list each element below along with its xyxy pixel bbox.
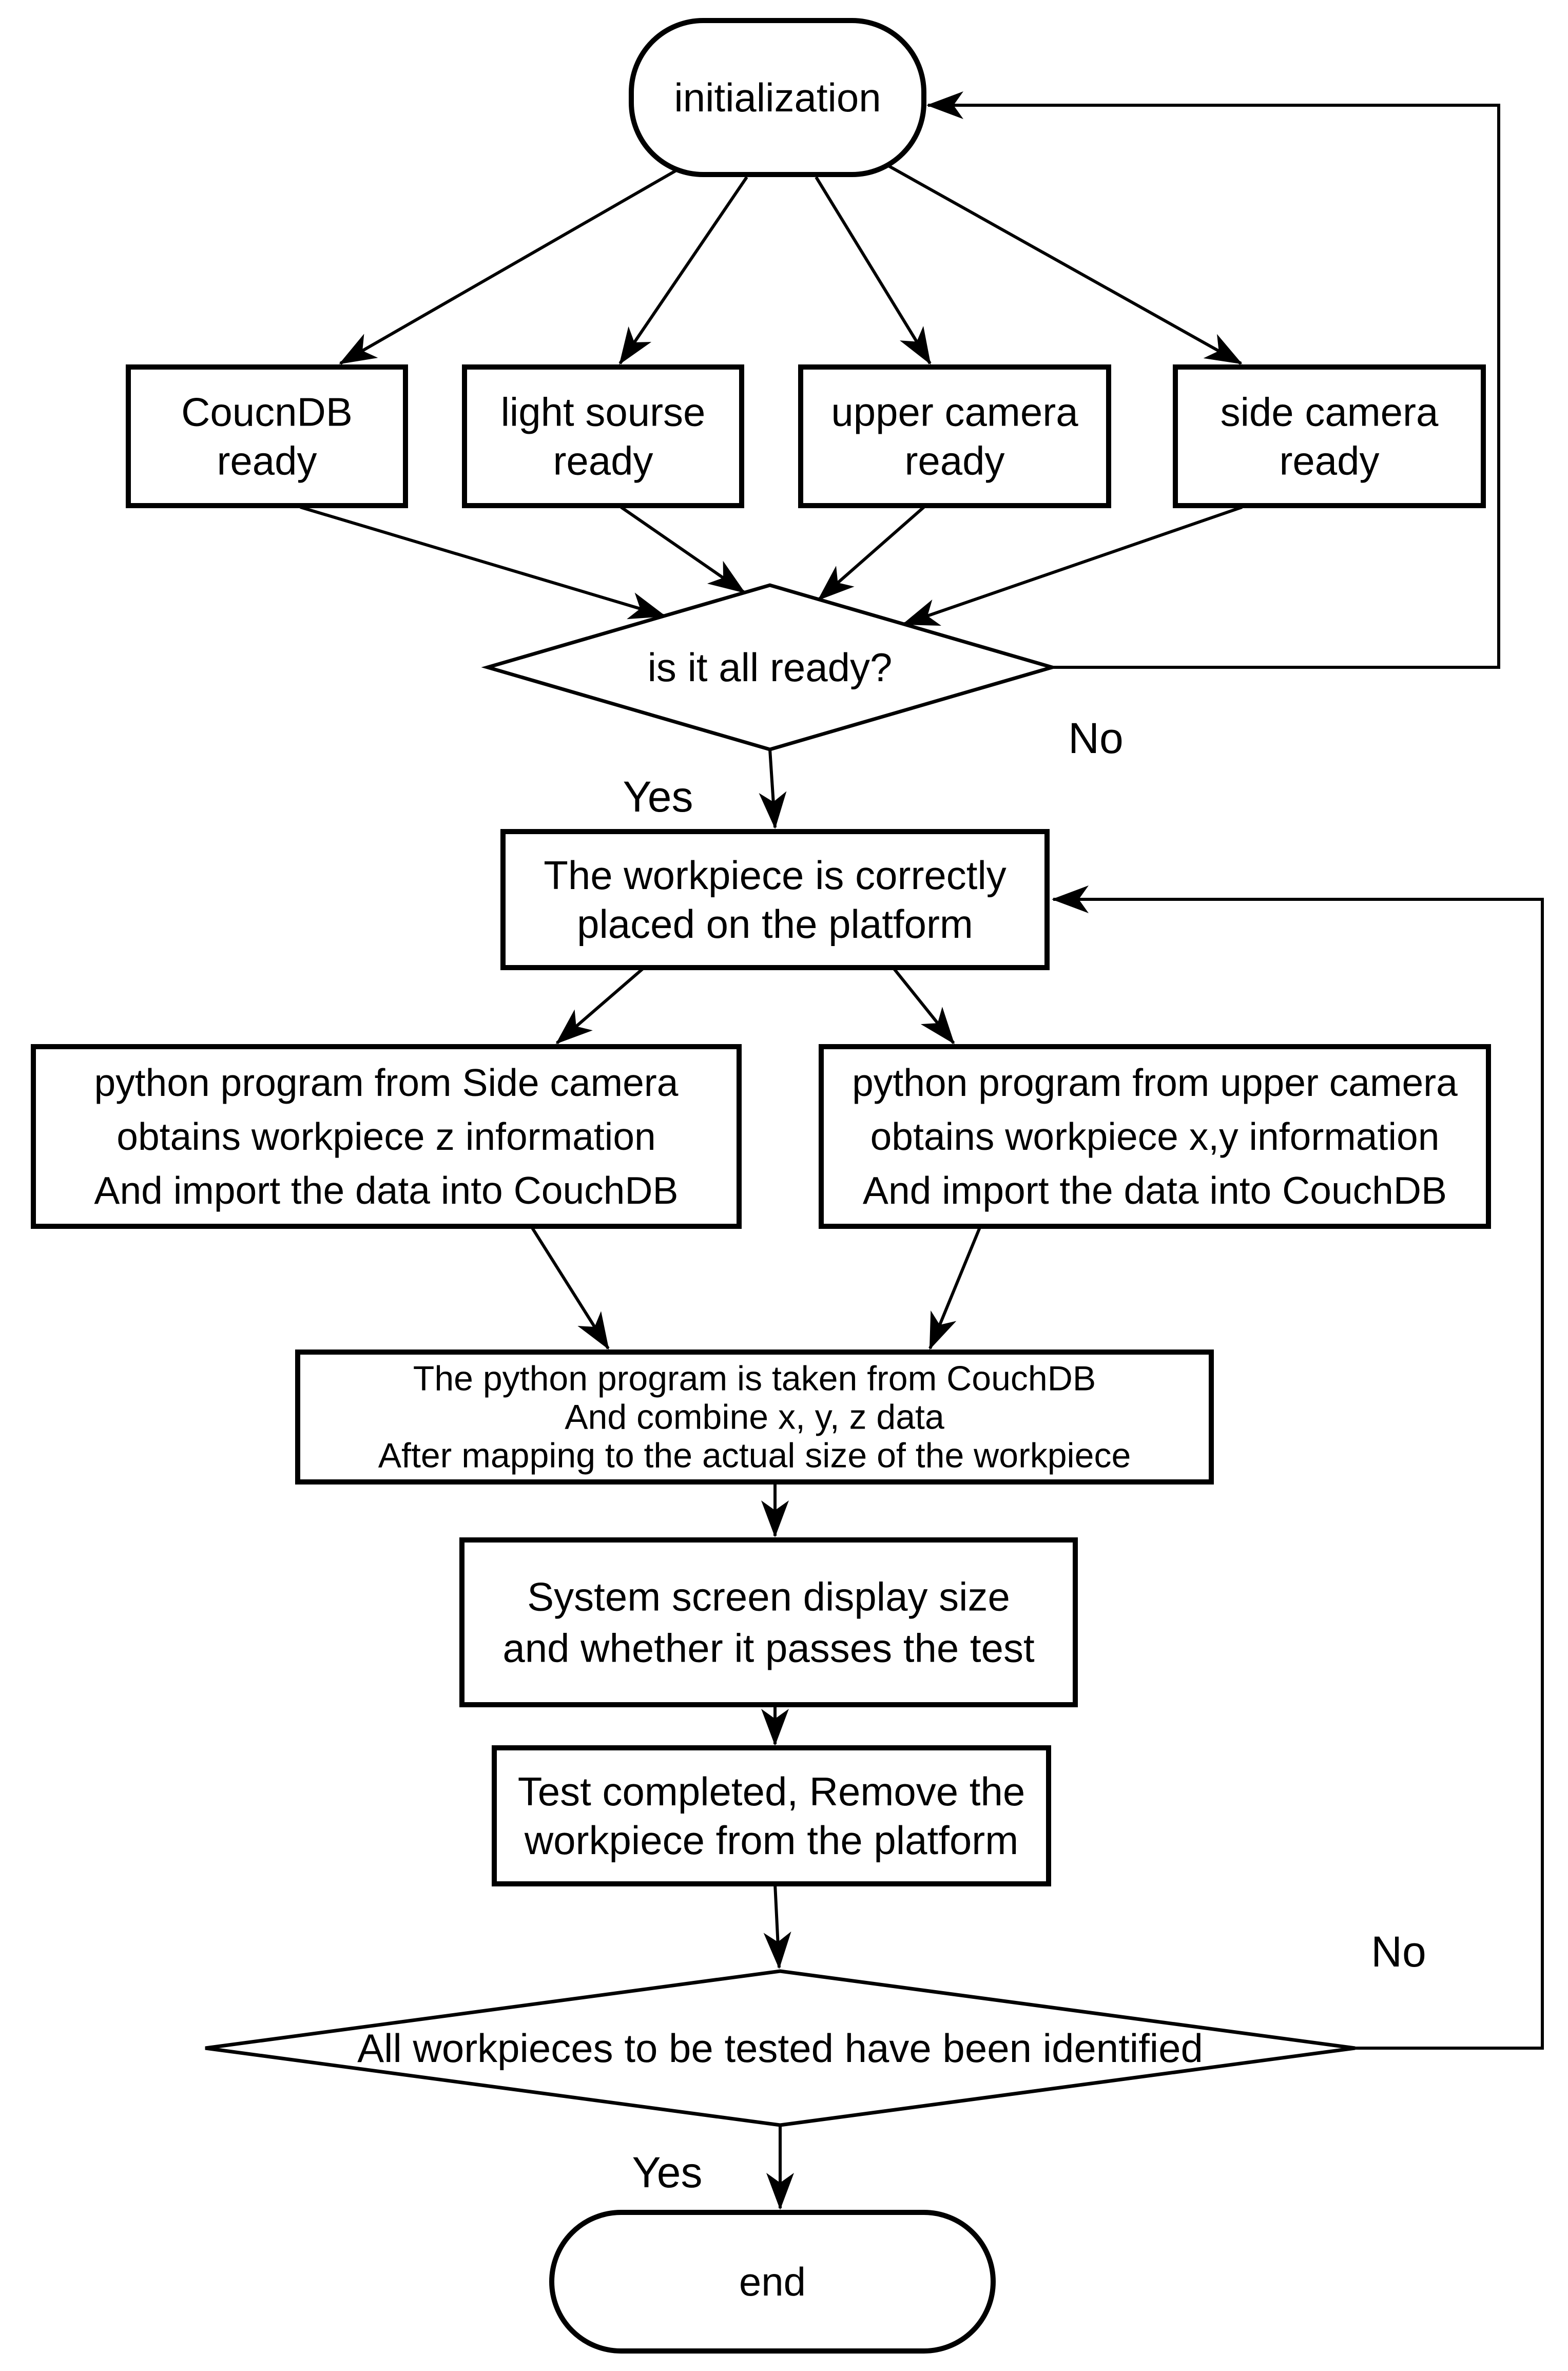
node-shape-side-camera-ready — [1173, 364, 1486, 508]
node-side-camera-program: python program from Side camera obtains w… — [31, 1044, 742, 1229]
node-shape-end — [549, 2210, 996, 2354]
node-label-initialization: initialization — [674, 75, 881, 120]
node-label-light-source-ready: ready — [553, 438, 653, 484]
edge-workpiece-to-side-program — [555, 966, 645, 1045]
node-all-workpieces-decision: All workpieces to be tested have been id… — [205, 1969, 1356, 2127]
node-shape-combine-data — [295, 1350, 1214, 1485]
node-end: end — [549, 2210, 996, 2354]
node-label-light-source-ready: light sourse — [501, 390, 706, 435]
node-label-couchdb-ready: CoucnDB — [181, 390, 353, 435]
edge-decision-no-to-init — [926, 91, 1500, 669]
node-label-all-workpieces-decision: All workpieces to be tested have been id… — [357, 2026, 1203, 2071]
node-label-upper-camera-program: And import the data into CouchDB — [863, 1169, 1447, 1212]
node-label-combine-data: And combine x, y, z data — [565, 1398, 944, 1437]
edge-side-camera-to-decision — [902, 506, 1243, 626]
node-label-test-completed: workpiece from the platform — [524, 1818, 1018, 1863]
node-label-system-display: and whether it passes the test — [502, 1626, 1035, 1671]
node-label-workpiece-placed: The workpiece is correctly — [544, 853, 1006, 898]
edges-layer — [300, 91, 1544, 2210]
edge-side-program-to-combine — [530, 1225, 610, 1350]
node-label-upper-camera-program: obtains workpiece x,y information — [870, 1115, 1440, 1158]
node-shape-system-display — [459, 1537, 1078, 1707]
edge-light-source-to-decision — [620, 506, 746, 594]
edge-upper-program-to-combine — [928, 1225, 982, 1350]
edge-init-to-upper-camera — [815, 176, 932, 365]
node-label-upper-camera-ready: ready — [904, 438, 1004, 484]
node-label-workpiece-placed: placed on the platform — [577, 901, 973, 947]
node-shape-is-it-all-ready-decision — [481, 583, 1059, 751]
node-label-side-camera-program: python program from Side camera — [94, 1061, 678, 1104]
node-label-is-it-all-ready-decision: is it all ready? — [648, 645, 893, 690]
edge-upper-camera-to-decision — [817, 506, 925, 601]
node-label-system-display: System screen display size — [527, 1574, 1010, 1620]
edge-decision-yes-to-workpiece — [759, 749, 787, 829]
node-label-couchdb-ready: ready — [217, 438, 317, 484]
edge-label-no-top: No — [1068, 714, 1123, 762]
node-upper-camera-program: python program from upper camera obtains … — [819, 1044, 1491, 1229]
node-shape-initialization — [629, 18, 926, 177]
node-shape-upper-camera-program — [819, 1044, 1491, 1229]
node-label-test-completed: Test completed, Remove the — [518, 1769, 1025, 1814]
node-system-display: System screen display size and whether it… — [459, 1537, 1078, 1707]
node-shape-upper-camera-ready — [798, 364, 1111, 508]
node-label-combine-data: After mapping to the actual size of the … — [378, 1436, 1131, 1475]
node-label-end: end — [739, 2259, 806, 2304]
node-shape-light-source-ready — [462, 364, 744, 508]
node-shape-couchdb-ready — [126, 364, 408, 508]
node-label-combine-data: The python program is taken from CouchDB — [413, 1359, 1096, 1398]
node-label-side-camera-ready: side camera — [1221, 390, 1439, 435]
node-shape-test-completed — [492, 1745, 1051, 1886]
edge-init-to-side-camera — [883, 162, 1243, 365]
node-shape-all-workpieces-decision — [205, 1969, 1356, 2127]
node-combine-data: The python program is taken from CouchDB… — [295, 1350, 1214, 1485]
edge-label-no-bottom: No — [1371, 1927, 1426, 1976]
edge-workpiece-to-upper-program — [892, 967, 955, 1045]
node-initialization: initialization — [629, 18, 926, 177]
edge-init-to-couchdb — [339, 164, 686, 365]
edge-test-to-decision2 — [763, 1883, 791, 1969]
node-shape-side-camera-program — [31, 1044, 742, 1229]
node-label-side-camera-ready: ready — [1279, 438, 1379, 484]
node-label-side-camera-program: And import the data into CouchDB — [94, 1169, 678, 1212]
node-shape-workpiece-placed — [500, 829, 1050, 970]
edge-label-yes-top: Yes — [623, 773, 693, 821]
edge-decision2-no-to-workpiece — [1052, 885, 1544, 2050]
edge-couchdb-to-decision — [300, 506, 666, 620]
node-label-upper-camera-ready: upper camera — [831, 390, 1078, 435]
node-is-it-all-ready-decision: is it all ready? — [481, 583, 1059, 751]
node-label-side-camera-program: obtains workpiece z information — [117, 1115, 656, 1158]
edge-label-yes-bottom: Yes — [632, 2148, 702, 2196]
edge-init-to-light-source — [618, 176, 748, 365]
node-label-upper-camera-program: python program from upper camera — [852, 1061, 1458, 1104]
